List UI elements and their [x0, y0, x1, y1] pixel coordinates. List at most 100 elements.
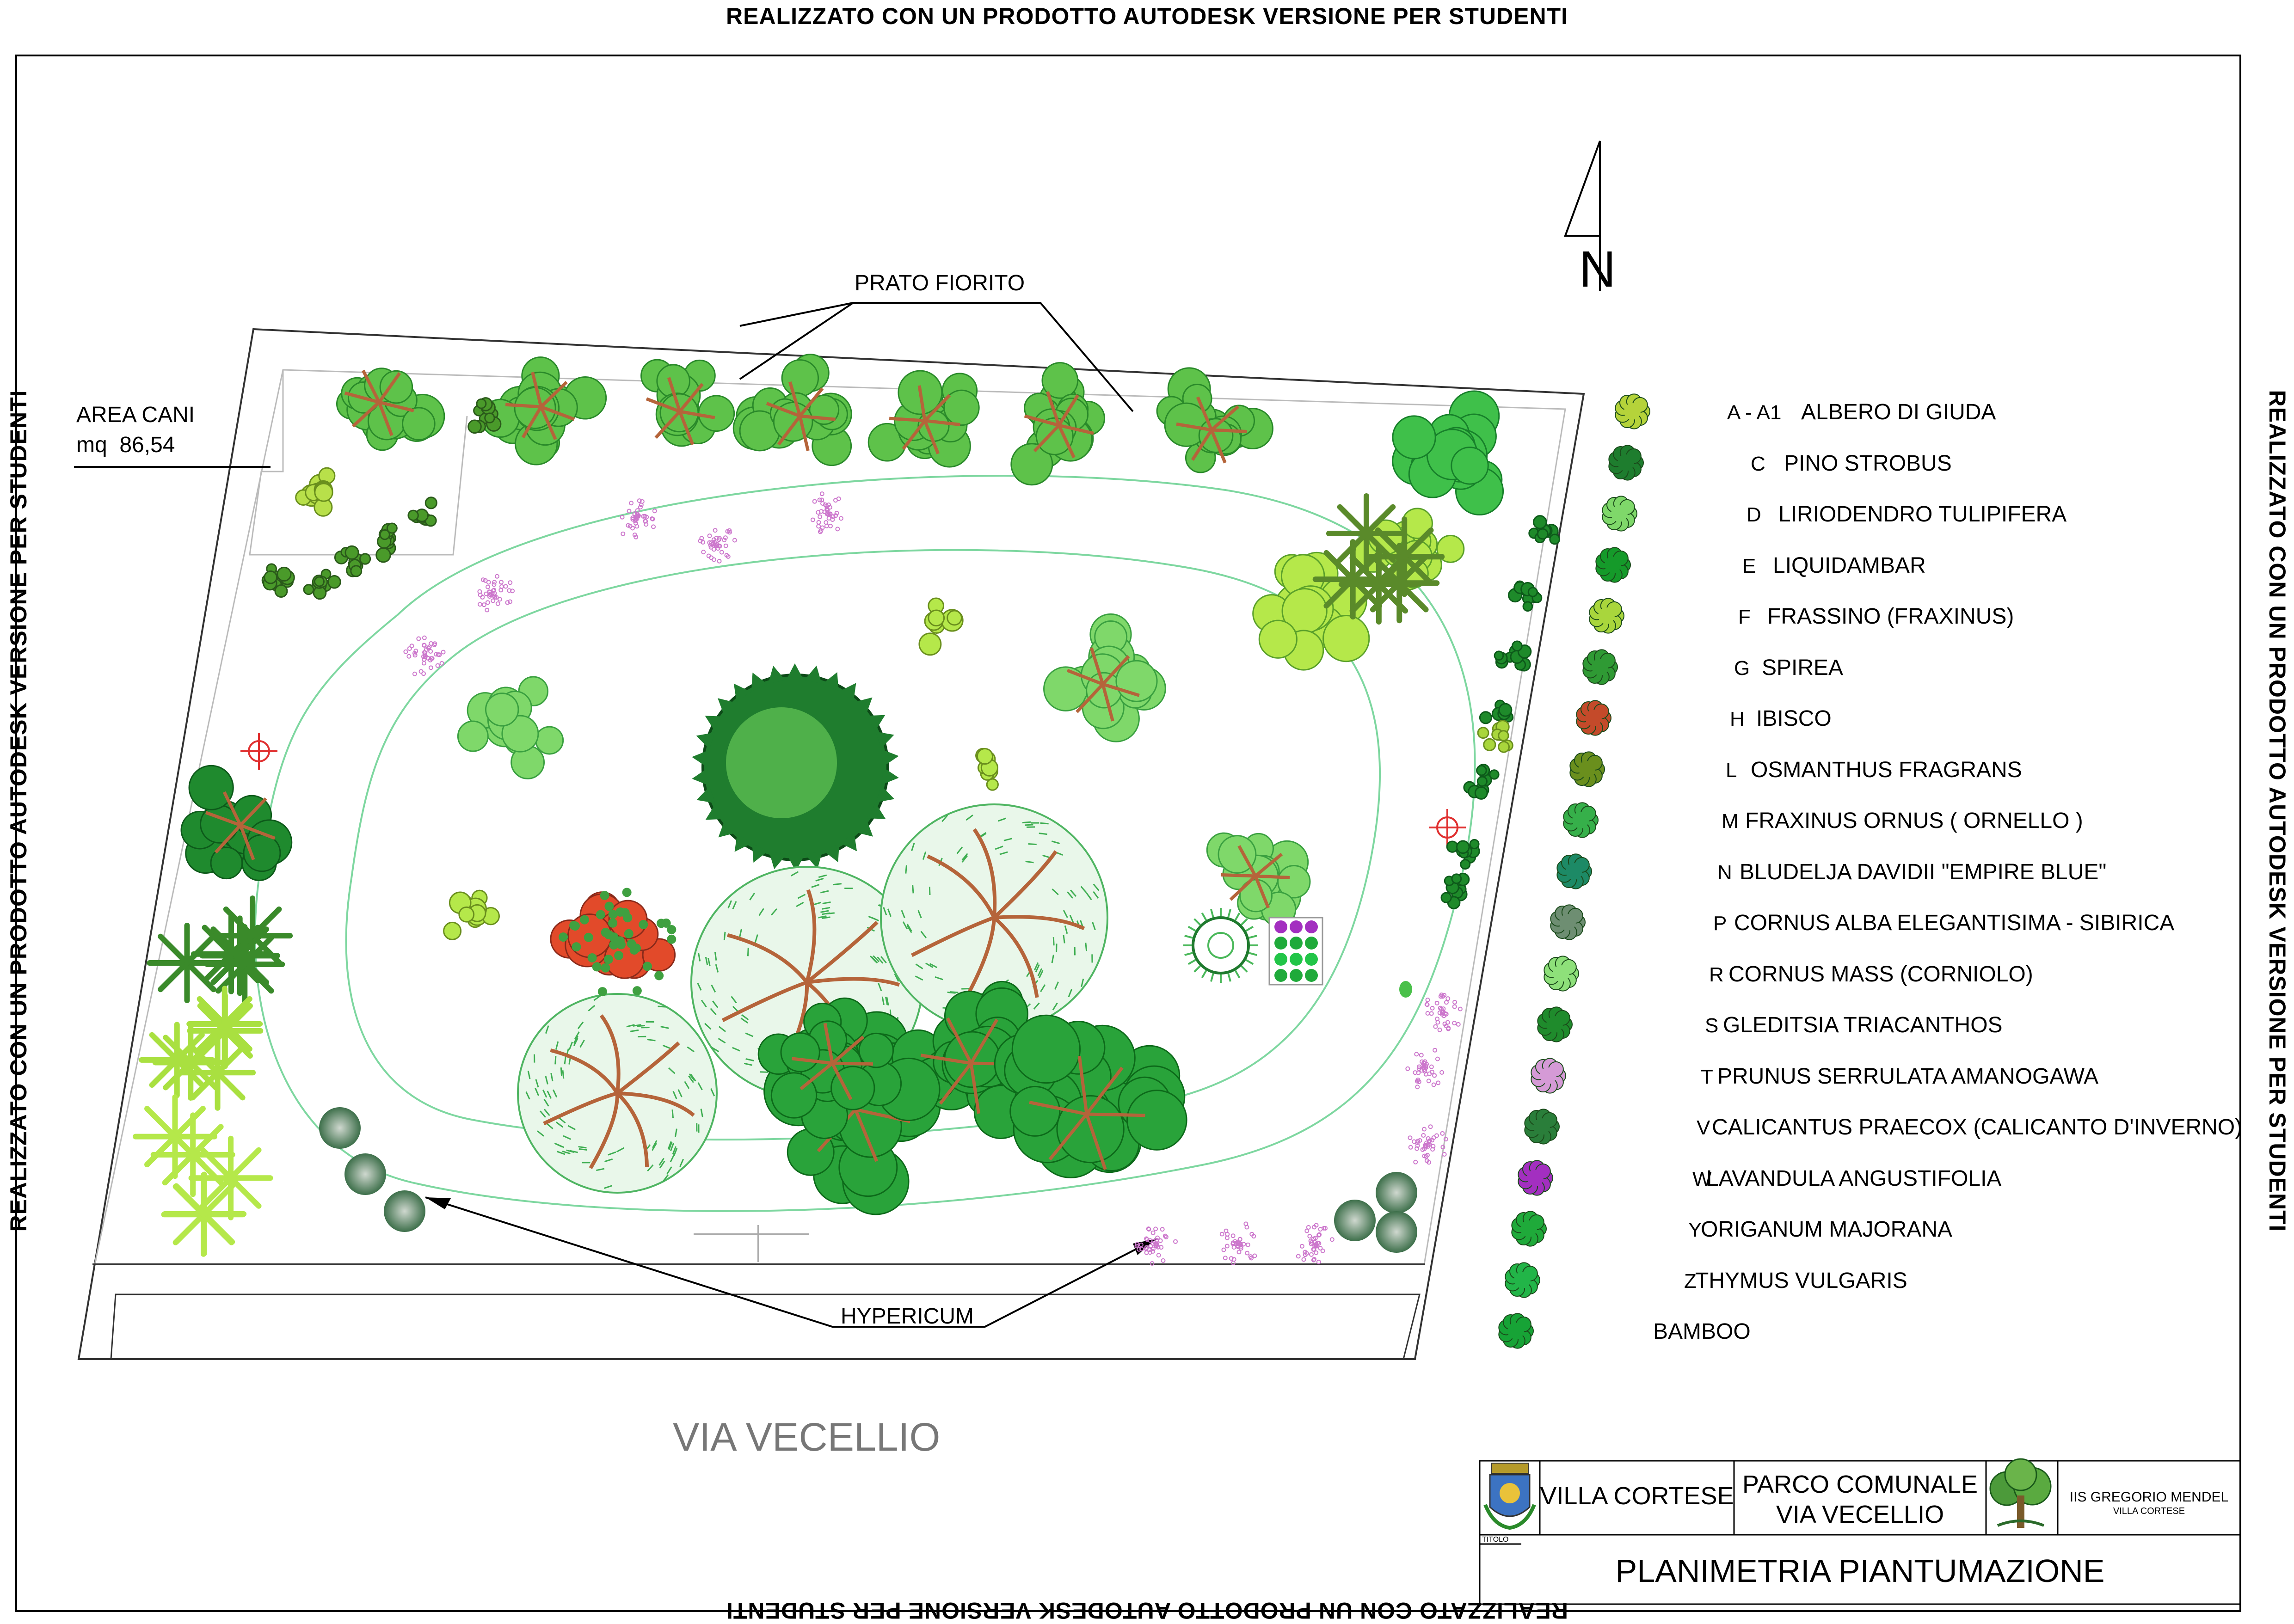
corniolo-symbol	[1536, 950, 1587, 997]
legend-name: BLUDELJA DAVIDII "EMPIRE BLUE"	[1740, 859, 2106, 885]
top-row-tree	[868, 371, 979, 467]
buddleja-shrub	[1447, 840, 1479, 869]
sidewalk	[111, 1294, 1420, 1359]
iis-mendel-logo	[1990, 1459, 2051, 1528]
legend-code: G	[1734, 657, 1750, 680]
liquidambar-symbol	[1587, 542, 1638, 588]
osmanthus-shrub	[304, 570, 340, 599]
prunus-shrub	[621, 499, 657, 539]
prunus-shrub	[478, 575, 514, 612]
albero-di-giuda-tree	[296, 468, 335, 516]
legend-name: GLEDITSIA TRIACANTHOS	[1723, 1012, 2003, 1038]
area-cani-label: AREA CANI	[76, 402, 195, 428]
osmanthus-shrub	[335, 546, 370, 576]
calicantus-shrub	[1183, 908, 1258, 983]
legend-code: Y	[1688, 1219, 1702, 1242]
hypericum-label: HYPERICUM	[841, 1304, 974, 1329]
legend-code: P	[1713, 912, 1727, 935]
legend-name: LIRIODENDRO TULIPIFERA	[1778, 502, 2066, 527]
liriodendro-tree	[1044, 614, 1166, 742]
legend-name: CORNUS MASS (CORNIOLO)	[1728, 962, 2033, 987]
prunus-shrub	[1297, 1223, 1334, 1263]
origanum-symbol	[1503, 1206, 1554, 1252]
titolo-label: TITOLO	[1482, 1536, 1524, 1544]
legend-code: S	[1705, 1014, 1718, 1037]
prunus-shrub	[811, 492, 843, 533]
hypericum-shrub	[319, 1107, 361, 1149]
lavandula-symbol	[1510, 1155, 1561, 1201]
thymus-shrub	[1399, 981, 1412, 998]
comune-name: VILLA CORTESE	[1540, 1482, 1734, 1510]
osmanthus-shrub	[408, 497, 437, 526]
osmanthus-shrub	[262, 564, 294, 597]
legend-name: FRAXINUS ORNUS ( ORNELLO )	[1745, 808, 2083, 833]
herb-bed	[1269, 918, 1322, 985]
buddleja-symbol	[1549, 848, 1599, 895]
top-row-tree	[641, 360, 734, 446]
osmanthus-symbol	[1562, 746, 1612, 792]
legend-code: H	[1730, 708, 1745, 731]
top-row-tree	[337, 368, 444, 450]
school-location: VILLA CORTESE	[2058, 1506, 2240, 1517]
legend-name: ORIGANUM MAJORANA	[1701, 1217, 1952, 1242]
prunus-shrub	[1425, 993, 1462, 1032]
ibisco-symbol	[1568, 695, 1619, 741]
hypericum-shrub	[344, 1153, 386, 1195]
top-row-tree	[481, 357, 606, 465]
legend-code: N	[1717, 861, 1732, 884]
hypericum-shrub	[1376, 1211, 1417, 1253]
top-row-tree	[1157, 368, 1273, 472]
drawing-title: PLANIMETRIA PIANTUMAZIONE	[1480, 1552, 2240, 1589]
legend-code: E	[1742, 555, 1756, 578]
frassino-shrub	[141, 988, 260, 1108]
albero-di-giuda-tree	[919, 598, 963, 655]
hypericum-shrub	[1376, 1172, 1417, 1213]
cornus-alba-symbol	[1542, 899, 1593, 945]
legend-code: L	[1726, 759, 1737, 782]
pino-strobus-symbol	[1600, 440, 1651, 486]
ornello-symbol	[1555, 797, 1606, 843]
legend-name: PRUNUS SERRULATA AMANOGAWA	[1717, 1064, 2098, 1089]
north-label: N	[1579, 241, 1616, 298]
legend-code: V	[1697, 1116, 1710, 1140]
top-row-tree	[1011, 363, 1105, 485]
osmanthus-shrub	[376, 523, 397, 562]
legend-name: PINO STROBUS	[1784, 451, 1952, 476]
legend-code: Z	[1684, 1270, 1697, 1293]
liquidambar-tree	[995, 1015, 1187, 1177]
north-arrow-icon: N	[1565, 141, 1616, 298]
legend-code: C	[1751, 453, 1765, 476]
legend-name: CALICANTUS PRAECOX (CALICANTO D'INVERNO)	[1712, 1115, 2242, 1140]
frassino-shrub	[135, 1097, 271, 1254]
project-name-line2: VIA VECELLIO	[1734, 1500, 1986, 1529]
liquidambar-tree	[181, 766, 292, 880]
frassino-small	[1478, 721, 1513, 753]
legend-code: A - A1	[1727, 401, 1781, 424]
prunus-shrub	[698, 528, 736, 563]
legend-name: THYMUS VULGARIS	[1695, 1268, 1907, 1293]
buddleja-shrub	[1480, 700, 1513, 723]
legend-name: IBISCO	[1756, 706, 1832, 731]
spirea-symbol	[1574, 644, 1625, 690]
liriodendro-symbol	[1594, 490, 1645, 537]
street-name-label: VIA VECELLIO	[673, 1415, 940, 1460]
bamboo-grove	[1393, 391, 1503, 515]
buddleja-shrub	[1494, 641, 1531, 671]
legend-code: M	[1722, 810, 1739, 833]
legend-name: BAMBOO	[1653, 1319, 1751, 1344]
area-cani-area-label: mq 86,54	[76, 432, 175, 458]
legend-name: LIQUIDAMBAR	[1773, 553, 1926, 578]
buddleja-shrub	[1441, 873, 1469, 908]
liriodendro-tree	[458, 677, 563, 778]
prunus-symbol	[1523, 1053, 1574, 1099]
buddleja-shrub	[1529, 516, 1560, 544]
pino-strobus-tree	[692, 663, 899, 871]
hypericum-shrub	[1334, 1200, 1376, 1241]
legend-name: LAVANDULA ANGUSTIFOLIA	[1706, 1166, 2001, 1191]
gleditsia-tree	[518, 994, 717, 1193]
gleditsia-symbol	[1529, 1001, 1580, 1048]
buddleja-shrub	[1464, 765, 1499, 799]
prato-fiorito-label: PRATO FIORITO	[855, 270, 1025, 296]
legend-name: CORNUS ALBA ELEGANTISIMA - SIBIRICA	[1734, 910, 2174, 936]
legend-code: R	[1709, 963, 1724, 987]
